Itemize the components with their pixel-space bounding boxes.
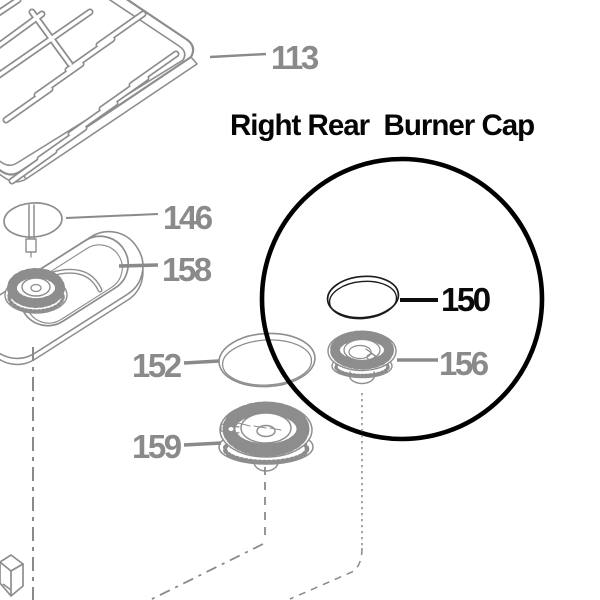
leader-line-159 xyxy=(183,441,222,447)
part-label-152: 152 xyxy=(132,347,182,384)
igniter-tip-159 xyxy=(227,426,235,432)
part-159-drawing xyxy=(218,401,314,472)
top-156 xyxy=(343,338,381,362)
cap-150-inner xyxy=(328,280,398,320)
venturi-nub-159 xyxy=(253,461,279,472)
grate-frame-outer xyxy=(0,0,195,176)
centerline-corner-156 xyxy=(289,547,363,600)
part-label-159: 159 xyxy=(132,428,182,465)
cap-150-outer xyxy=(326,275,400,319)
part-label-113: 113 xyxy=(271,39,319,76)
corner-bracket-drawing xyxy=(0,554,24,597)
diagram-title: Right Rear Burner Cap xyxy=(230,109,535,142)
leader-line-152 xyxy=(183,359,220,365)
engraving-159 xyxy=(237,422,282,431)
part-label-150: 150 xyxy=(441,281,491,318)
bracket-left-face xyxy=(0,562,12,597)
part-label-156: 156 xyxy=(439,345,489,382)
venturi-nub-156 xyxy=(349,371,375,385)
diagonal-dash-left xyxy=(149,543,264,600)
electrode-seat-158 xyxy=(25,238,37,253)
igniter-stub-159 xyxy=(220,423,240,434)
center-hole-159 xyxy=(256,424,276,438)
cap-152-inner xyxy=(221,339,313,386)
highlight-circle xyxy=(259,156,545,442)
leader-line-113 xyxy=(209,52,267,59)
crown-top-158 xyxy=(21,277,51,297)
swirl-dot-156 xyxy=(366,353,376,361)
part-label-146: 146 xyxy=(163,199,213,236)
part-156-drawing xyxy=(327,330,397,385)
grate-bars-fill xyxy=(0,0,178,183)
gas-tube-arm-fill xyxy=(50,270,102,292)
part-label-158: 158 xyxy=(162,251,212,288)
leader-line-158 xyxy=(118,263,159,268)
part-158-drawing xyxy=(0,230,144,366)
crown-center-158 xyxy=(30,283,42,293)
leader-line-146 xyxy=(65,213,159,219)
oval-146 xyxy=(3,202,63,238)
part-150-drawing xyxy=(326,275,400,320)
part-113-grate-drawing xyxy=(0,0,198,185)
